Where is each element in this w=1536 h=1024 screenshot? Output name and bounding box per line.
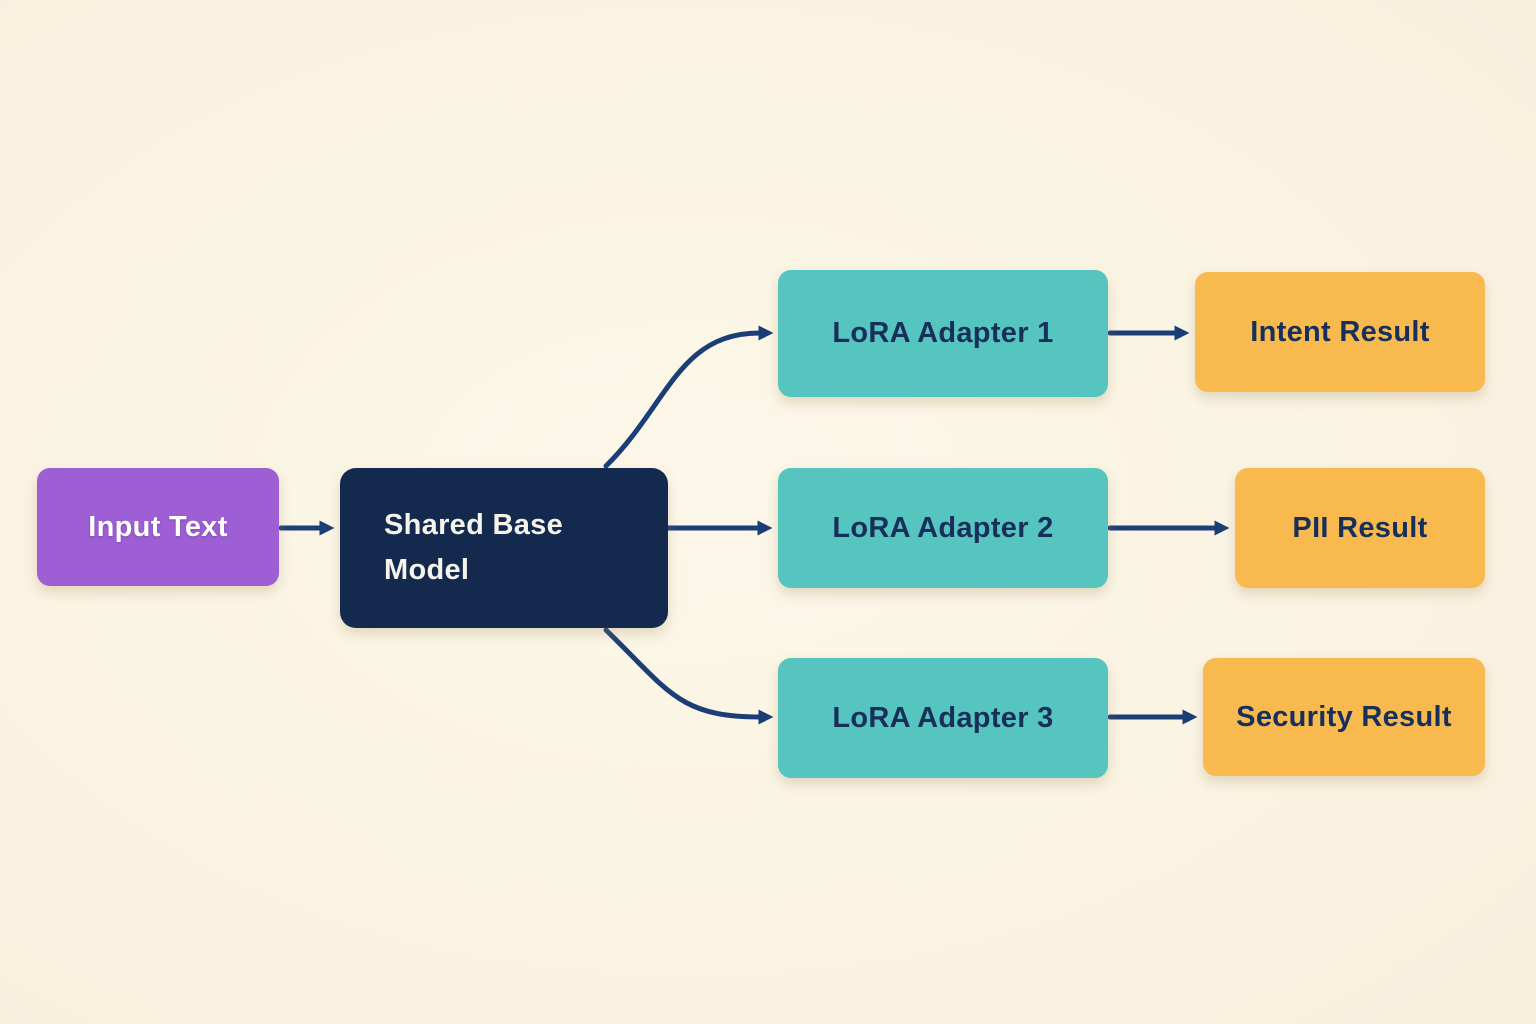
node-lora-adapter-2: LoRA Adapter 2: [778, 468, 1108, 588]
node-intent-result: Intent Result: [1195, 272, 1485, 392]
edge-base-to-adapter1: [603, 325, 774, 469]
node-shared-base-model: Shared Base Model: [340, 468, 668, 628]
node-pii-result: PII Result: [1235, 468, 1485, 588]
node-input-text: Input Text: [37, 468, 279, 586]
node-security-result: Security Result: [1203, 658, 1485, 776]
node-lora-adapter-1: LoRA Adapter 1: [778, 270, 1108, 397]
edge-base-to-adapter3: [603, 627, 774, 725]
node-lora-adapter-3: LoRA Adapter 3: [778, 658, 1108, 778]
